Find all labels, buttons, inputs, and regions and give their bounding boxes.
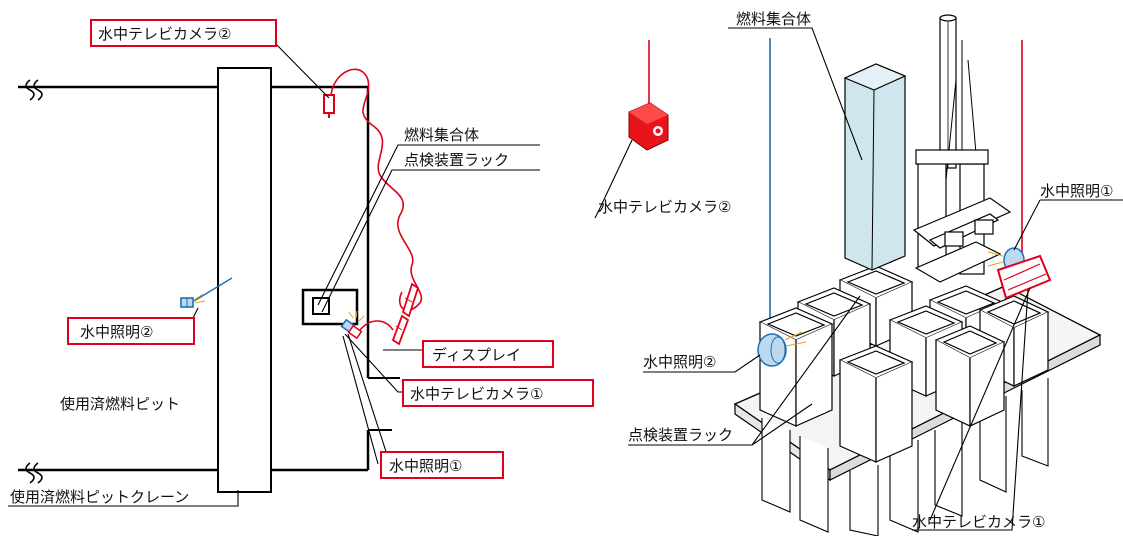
left-diagram: 水中テレビカメラ② 燃料集合体 点検装置ラック 水中照明② ディスプレイ 水中テ…	[8, 19, 594, 507]
right-fuel-assembly-label: 燃料集合体	[736, 10, 811, 28]
left-light1-label: 水中照明①	[389, 457, 462, 475]
right-light1-label: 水中照明①	[1040, 182, 1113, 200]
left-light1-label-box	[380, 451, 504, 479]
left-display-label-box	[422, 340, 554, 368]
camera1-light1-icon	[340, 310, 365, 340]
inspection-machine	[912, 14, 1012, 283]
left-display-label: ディスプレイ	[432, 346, 521, 364]
camera1-light1-icon	[987, 247, 1052, 300]
right-diagram: 燃料集合体 水中テレビカメラ② 水中照明① 水中照明② 点検装置ラック 水中テレ…	[594, 10, 1123, 536]
left-camera1-label-box	[402, 379, 594, 407]
light2-icon	[180, 277, 233, 308]
left-pit-label: 使用済燃料ピット	[60, 395, 180, 413]
left-light2-label-box	[67, 317, 195, 345]
pit-crane-beam	[217, 67, 272, 493]
display-icon	[391, 282, 420, 346]
camera2-icon	[628, 102, 669, 151]
right-leader-lines	[594, 27, 1123, 531]
break-mark-icon	[25, 79, 43, 484]
right-camera1-label: 水中テレビカメラ①	[912, 513, 1045, 531]
camera2-cable	[330, 68, 423, 312]
left-crane-label: 使用済燃料ピットクレーン	[10, 488, 189, 506]
left-leader-lines	[8, 41, 590, 507]
rack-cells	[758, 265, 1050, 463]
right-inspection-rack-label: 点検装置ラック	[628, 426, 733, 444]
left-camera2-label-box	[90, 19, 277, 47]
fuel-assembly	[843, 63, 907, 271]
left-camera2-label: 水中テレビカメラ②	[98, 25, 231, 43]
left-inspection-rack-label: 点検装置ラック	[404, 151, 509, 169]
left-fuel-assembly-label: 燃料集合体	[404, 126, 479, 144]
right-light2-label: 水中照明②	[643, 353, 716, 371]
light2-icon	[757, 331, 807, 367]
fuel-assembly-inner	[312, 297, 330, 315]
left-light2-label: 水中照明②	[80, 323, 153, 341]
right-camera2-label: 水中テレビカメラ②	[598, 198, 731, 216]
left-camera1-label: 水中テレビカメラ①	[410, 385, 543, 403]
